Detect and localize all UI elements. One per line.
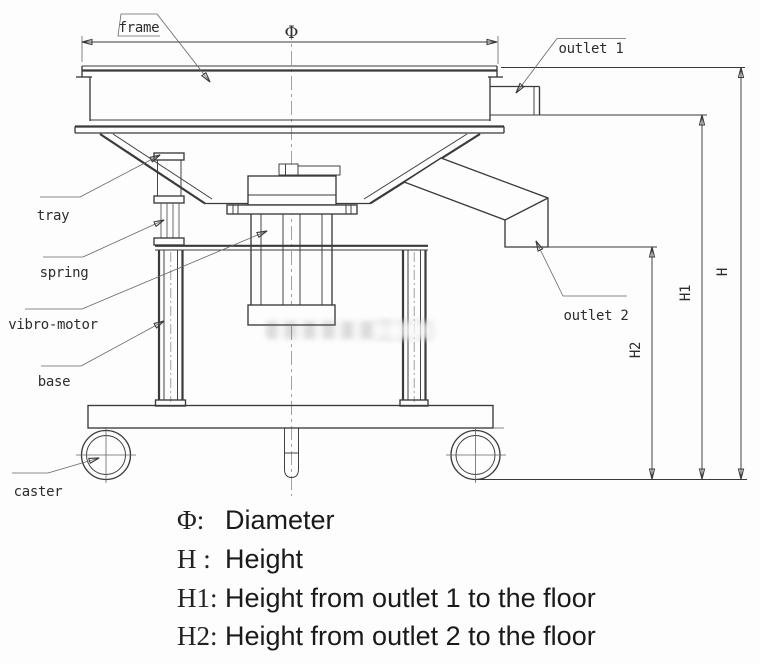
dimension-diameter: Φ	[81, 23, 499, 64]
legend-desc-diameter: Diameter	[225, 505, 335, 535]
legend-symbol-h1: H1:	[177, 583, 218, 613]
base-plate	[87, 404, 494, 429]
caster-label: caster	[14, 484, 63, 500]
legend-row-h2: H2:Height from outlet 2 to the floor	[177, 621, 596, 651]
vibro-motor-callout: vibro-motor	[8, 231, 267, 333]
dimension-h2: H2	[548, 246, 657, 479]
spring-callout: spring	[40, 220, 164, 281]
outlet2-chute	[402, 157, 549, 248]
dimension-h1: H1	[490, 114, 707, 479]
legend-desc-h2: Height from outlet 2 to the floor	[225, 621, 596, 651]
legend-symbol-h2: H2:	[177, 621, 218, 651]
outlet2-label: outlet 2	[563, 308, 628, 324]
center-probe	[284, 428, 299, 478]
sieve-machine-diagram: Φ	[8, 13, 747, 500]
legend-row-h: H : Height	[177, 544, 304, 574]
outlet1-callout: outlet 1	[516, 38, 626, 94]
legend-desc-h1: Height from outlet 1 to the floor	[225, 583, 596, 613]
caster-left	[76, 427, 136, 483]
dimension-h: H	[501, 67, 745, 480]
legend-row-h1: H1:Height from outlet 1 to the floor	[177, 583, 596, 613]
vibro-motor-assembly	[226, 163, 358, 326]
legend-desc-h: Height	[225, 544, 304, 574]
outlet1-box	[490, 85, 541, 115]
outlet1-label: outlet 1	[558, 41, 623, 57]
outlet2-callout: outlet 2	[536, 241, 629, 324]
spring-label: spring	[40, 265, 89, 281]
vibro-motor-label: vibro-motor	[8, 317, 97, 333]
tray-label: tray	[37, 208, 70, 224]
legend-symbol-diameter: Φ:	[177, 505, 205, 535]
watermark-light-part	[373, 321, 433, 340]
frame-callout: frame	[117, 13, 210, 82]
caster-right	[446, 427, 506, 483]
dim-label-h: H	[715, 268, 731, 276]
dim-label-h1: H1	[678, 285, 694, 301]
legend-symbol-h: H :	[177, 544, 211, 574]
base-label: base	[38, 374, 71, 390]
caster-callout: caster	[12, 458, 99, 500]
tray-callout: tray	[37, 155, 160, 224]
frame-label: frame	[119, 20, 160, 36]
diameter-symbol: Φ	[285, 23, 299, 43]
base-callout: base	[38, 321, 164, 390]
frame-body	[74, 65, 505, 134]
dim-label-h2: H2	[628, 342, 644, 358]
legend-row-diameter: Φ: Diameter	[177, 505, 335, 535]
spring-assembly	[153, 152, 185, 246]
